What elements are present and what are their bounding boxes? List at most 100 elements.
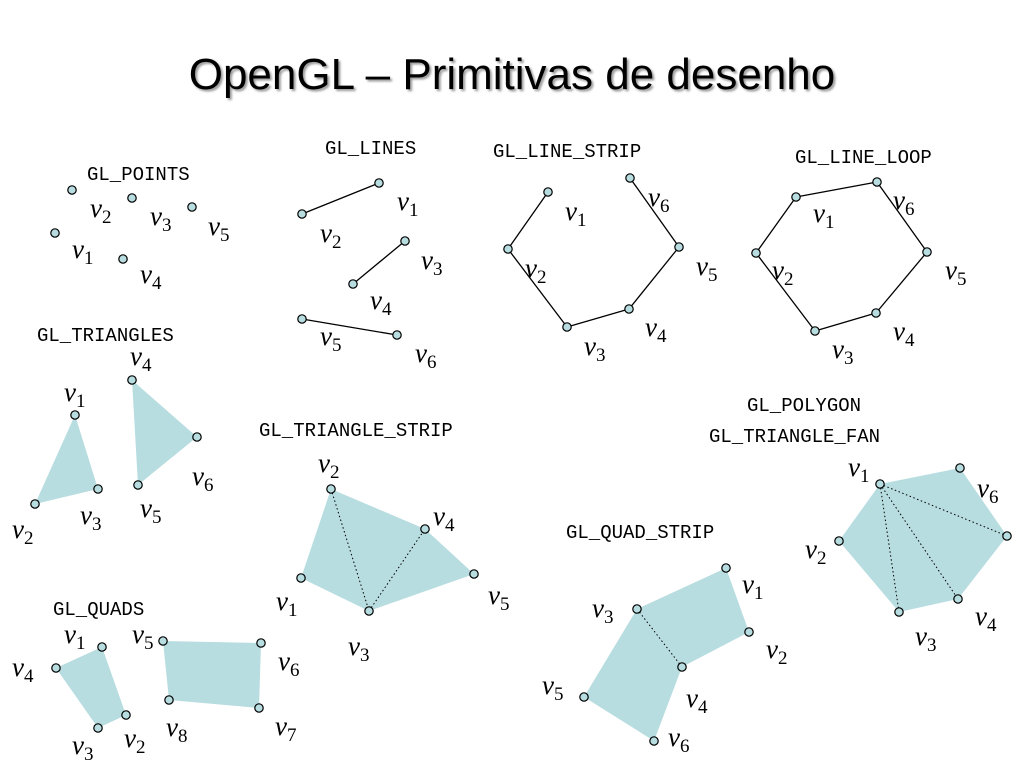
vertex-subscript: 3 [927, 635, 937, 656]
vertex-letter: v [397, 186, 409, 216]
vertex-letter: v [421, 245, 433, 275]
vertex-subscript: 6 [290, 660, 300, 681]
vertex-letter: v [12, 514, 24, 544]
quad_strip-vertex-6 [649, 736, 659, 746]
triangle_strip-vertex-label-5: v5 [488, 580, 509, 615]
quad_strip-vertex-label-5: v5 [542, 670, 563, 705]
vertex-subscript: 4 [657, 326, 667, 347]
triangle_strip-vertex-2 [326, 484, 336, 494]
quad_strip-vertex-label-1: v1 [742, 569, 763, 604]
vertex-subscript: 4 [152, 273, 162, 294]
label-gl-triangle-strip: GL_TRIANGLE_STRIP [259, 420, 453, 442]
vertex-subscript: 1 [577, 210, 587, 231]
vertex-letter: v [488, 580, 500, 610]
line-segment-2 [352, 240, 406, 285]
points-vertex-2 [67, 185, 77, 195]
quads-vertex-label-3: v3 [72, 730, 93, 765]
quads-vertex-label-1: v1 [64, 619, 85, 654]
line_loop-vertex-3 [810, 326, 820, 336]
line_strip-vertex-label-1: v1 [565, 196, 586, 231]
vertex-subscript: 4 [382, 299, 392, 320]
vertex-subscript: 5 [220, 225, 230, 246]
vertex-subscript: 2 [332, 232, 342, 253]
quads-vertex-1 [97, 642, 107, 652]
lines-vertex-label-3: v3 [421, 245, 442, 280]
vertex-letter: v [975, 601, 987, 631]
vertex-subscript: 6 [204, 475, 214, 496]
vertex-letter: v [805, 534, 817, 564]
triangles-vertex-2 [30, 499, 40, 509]
vertex-letter: v [64, 377, 76, 407]
line_loop-vertex-5 [922, 247, 932, 257]
triangle_strip-vertex-label-4: v4 [433, 501, 455, 536]
vertex-subscript: 3 [433, 259, 443, 280]
vertex-letter: v [668, 722, 680, 752]
triangle_strip-vertex-5 [469, 569, 479, 579]
quads-vertex-3 [93, 723, 103, 733]
vertex-subscript: 4 [987, 615, 997, 636]
line_strip-vertex-6 [625, 173, 635, 183]
vertex-letter: v [415, 338, 427, 368]
fan-diagonal-v3 [879, 483, 900, 613]
vertex-subscript: 2 [330, 462, 340, 483]
line-loop-edge-1 [755, 196, 797, 254]
vertex-letter: v [696, 251, 708, 281]
vertex-subscript: 2 [537, 267, 547, 288]
line_loop-vertex-label-3: v3 [832, 334, 853, 369]
triangles-vertex-3 [93, 484, 103, 494]
line_loop-vertex-label-6: v6 [893, 185, 914, 220]
line_strip-vertex-label-3: v3 [584, 331, 605, 366]
vertex-letter: v [977, 473, 989, 503]
line_strip-vertex-label-6: v6 [648, 182, 669, 217]
vertex-letter: v [915, 621, 927, 651]
quad-2 [163, 641, 261, 708]
line_strip-vertex-1 [543, 187, 553, 197]
polygon_fan-vertex-1 [875, 479, 885, 489]
label-gl-quads: GL_QUADS [53, 599, 144, 621]
vertex-letter: v [72, 730, 84, 760]
vertex-subscript: 6 [680, 736, 690, 757]
triangle-strip-fill [301, 489, 474, 611]
triangles-vertex-4 [127, 375, 137, 385]
vertex-subscript: 5 [957, 269, 967, 290]
vertex-subscript: 3 [596, 345, 606, 366]
quad_strip-vertex-label-6: v6 [668, 722, 689, 757]
triangle_strip-vertex-4 [420, 524, 430, 534]
triangles-vertex-label-3: v3 [80, 500, 101, 535]
vertex-letter: v [565, 196, 577, 226]
line-segment-3 [301, 318, 398, 336]
lines-vertex-6 [392, 330, 402, 340]
vertex-letter: v [648, 182, 660, 212]
vertex-letter: v [772, 255, 784, 285]
quad_strip-vertex-3 [632, 604, 642, 614]
polygon_fan-vertex-label-3: v3 [915, 621, 936, 656]
vertex-subscript: 1 [288, 600, 298, 621]
line-loop-edge-2 [755, 252, 816, 332]
triangles-vertex-label-1: v1 [64, 377, 85, 412]
vertex-letter: v [12, 652, 24, 682]
triangle-1 [35, 415, 98, 504]
quad_strip-vertex-label-3: v3 [592, 593, 613, 628]
vertex-letter: v [542, 670, 554, 700]
vertex-subscript: 1 [409, 200, 419, 221]
vertex-letter: v [140, 259, 152, 289]
vertex-letter: v [275, 711, 287, 741]
vertex-subscript: 3 [92, 514, 102, 535]
quad_strip-vertex-label-2: v2 [766, 634, 787, 669]
triangle_strip-vertex-1 [296, 573, 306, 583]
points-vertex-label-3: v3 [150, 201, 171, 236]
points-vertex-label-2: v2 [90, 193, 111, 228]
vertex-letter: v [208, 211, 220, 241]
line-strip-edge-1 [507, 191, 549, 250]
vertex-subscript: 1 [76, 633, 86, 654]
lines-vertex-5 [297, 314, 307, 324]
vertex-letter: v [80, 500, 92, 530]
points-vertex-1 [50, 228, 60, 238]
fan-diagonal-v4 [879, 483, 959, 600]
vertex-subscript: 6 [427, 352, 437, 373]
vertex-subscript: 5 [554, 684, 564, 705]
triangles-vertex-label-6: v6 [192, 461, 213, 496]
line-segment-1 [301, 182, 380, 215]
vertex-subscript: 3 [162, 215, 172, 236]
